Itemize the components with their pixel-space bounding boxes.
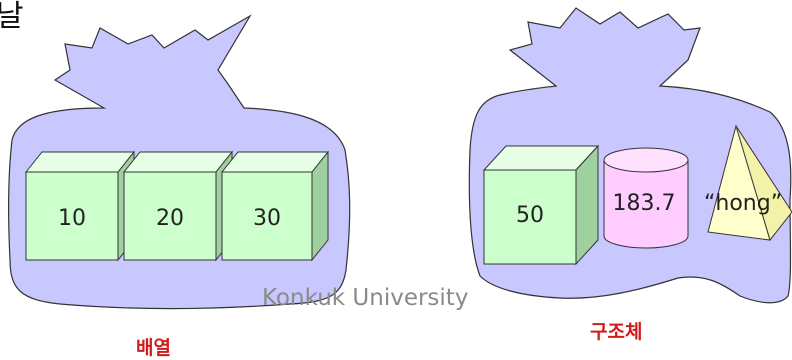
array-value-2: 20 [156, 206, 184, 231]
array-caption: 배열 [136, 337, 171, 359]
struct-pyramid: “hong” [704, 124, 792, 242]
top-left-text-fragment: 날 [0, 0, 24, 34]
struct-cube-value: 50 [516, 203, 544, 228]
array-bag: 10 20 30 배열 [8, 14, 351, 359]
struct-caption: 구조체 [590, 321, 642, 343]
array-cube-2: 20 [122, 150, 234, 262]
struct-cylinder-value: 183.7 [613, 191, 676, 216]
struct-cylinder: 183.7 [603, 147, 689, 249]
array-value-1: 10 [58, 206, 86, 231]
array-cube-3: 30 [220, 150, 330, 262]
struct-bag: 50 183.7 “hong” 구조체 [468, 7, 792, 343]
array-cube-1: 10 [24, 150, 136, 262]
watermark-text: Konkuk University [262, 285, 468, 311]
struct-cube: 50 [482, 144, 600, 266]
array-value-3: 30 [253, 206, 281, 231]
struct-pyramid-value: “hong” [704, 191, 782, 216]
